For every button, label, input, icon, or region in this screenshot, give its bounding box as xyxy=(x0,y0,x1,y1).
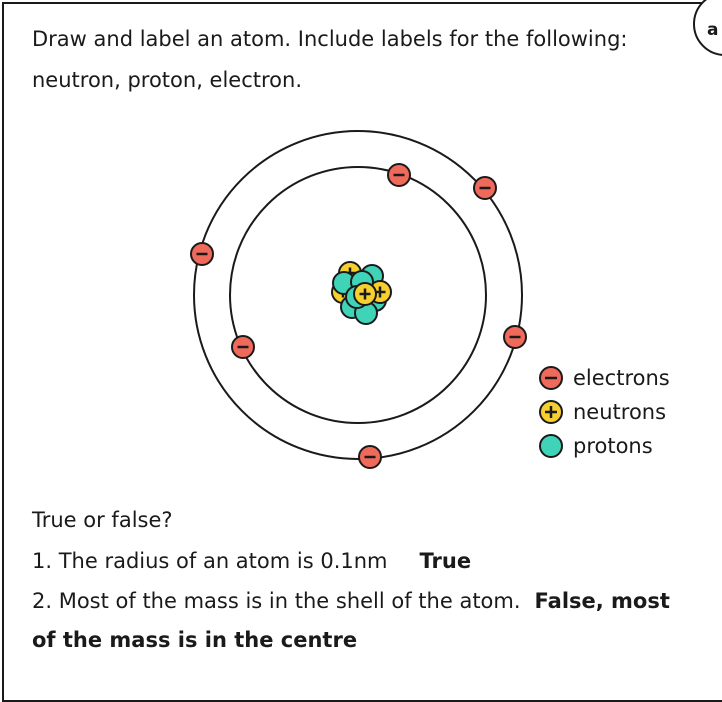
question-2: 2. Most of the mass is in the shell of t… xyxy=(32,589,670,614)
legend-label: neutrons xyxy=(573,400,667,424)
electron xyxy=(358,445,382,469)
electron xyxy=(387,163,411,187)
prompt-line-2: neutron, proton, electron. xyxy=(32,68,303,92)
legend-protons: protons xyxy=(537,430,653,462)
legend-neutrons: neutrons xyxy=(537,396,666,428)
legend-label: protons xyxy=(573,434,653,458)
proton-legend-icon xyxy=(539,434,563,458)
question-1-text: 1. The radius of an atom is 0.1nm xyxy=(32,549,388,573)
atom-diagram xyxy=(190,130,527,469)
inner-shell xyxy=(229,166,487,424)
legend-electrons: electrons xyxy=(537,362,670,394)
electron xyxy=(190,242,214,266)
electron xyxy=(231,335,255,359)
question-1-answer: True xyxy=(419,549,472,573)
question-2-answer-continued: of the mass is in the centre xyxy=(32,628,358,652)
question-2-text: 2. Most of the mass is in the shell of t… xyxy=(32,589,521,613)
electron xyxy=(473,176,497,200)
nucleus xyxy=(331,261,392,325)
section-badge-letter: a xyxy=(707,20,719,40)
neutron-legend-icon xyxy=(539,400,563,424)
electron-legend-icon xyxy=(539,366,563,390)
question-heading: True or false? xyxy=(32,508,173,532)
electron xyxy=(503,325,527,349)
neutron xyxy=(353,282,377,306)
prompt-line-1: Draw and label an atom. Include labels f… xyxy=(32,27,628,51)
question-1: 1. The radius of an atom is 0.1nm True xyxy=(32,549,471,574)
outer-shell xyxy=(193,130,523,460)
electrons xyxy=(190,163,527,469)
legend-label: electrons xyxy=(573,366,670,390)
question-2-answer: False, most xyxy=(534,589,670,613)
